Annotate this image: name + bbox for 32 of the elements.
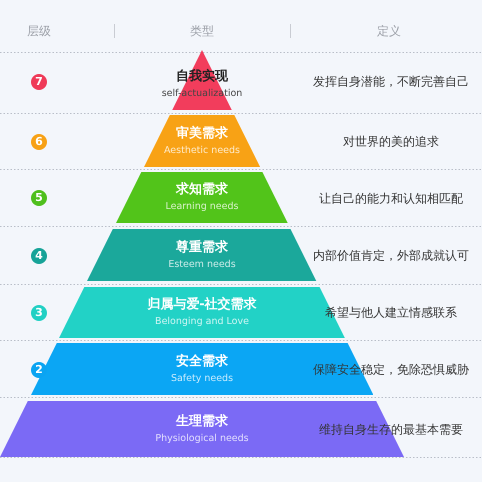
column-header: 定义 [377,24,401,38]
definition-text: 保障安全稳定，免除恐惧威胁 [313,362,469,378]
level-title: 生理需求 [176,414,228,430]
pyramid-level [144,115,260,167]
level-title: 归属与爱-社交需求 [147,297,257,313]
level-subtitle: Aesthetic needs [164,144,240,156]
level-subtitle: Safety needs [170,372,234,384]
definition-text: 让自己的能力和认知相匹配 [319,192,463,206]
level-badge: 5 [31,190,47,206]
column-header: 层级 [27,24,51,38]
level-title: 自我实现 [176,68,228,84]
level-subtitle: Esteem needs [168,258,236,270]
definition-text: 内部价值肯定，外部成就认可 [313,248,469,264]
column-header: 类型 [190,24,214,38]
pyramid-level [0,401,404,457]
definition-text: 对世界的美的追求 [343,134,439,150]
level-title: 安全需求 [176,354,228,370]
level-badge: 3 [31,305,47,321]
level-badge: 6 [31,134,47,150]
level-subtitle: Belonging and Love [155,316,249,328]
pyramid-level [116,172,288,223]
level-subtitle: Physiological needs [155,432,249,444]
level-title: 求知需求 [176,182,228,198]
pyramid-level [30,343,374,395]
definition-text: 维持自身生存的最基本需要 [319,422,463,438]
level-title: 审美需求 [176,126,228,142]
level-badge: 4 [31,248,47,264]
definition-text: 发挥自身潜能，不断完善自己 [313,74,469,90]
level-subtitle: Learning needs [166,201,238,213]
level-badge: 7 [31,74,47,90]
level-badge: 2 [31,362,47,378]
level-title: 尊重需求 [176,240,228,256]
